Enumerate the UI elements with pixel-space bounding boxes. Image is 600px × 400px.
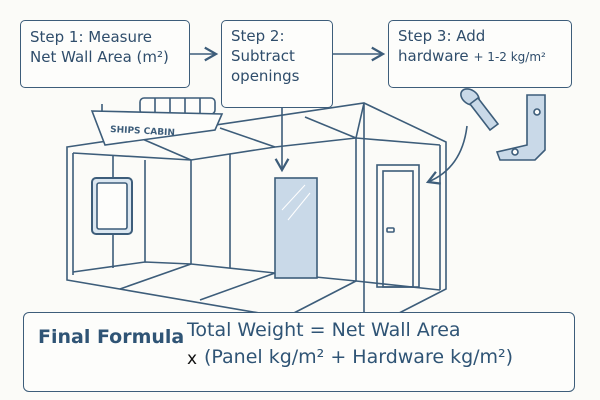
bolt-icon	[460, 88, 500, 132]
ship-label: SHIPS CABIN	[110, 125, 175, 138]
opening-door-glass	[274, 177, 318, 279]
bracket-icon	[495, 94, 546, 161]
formula-line-1: Total Weight = Net Wall Area	[187, 319, 461, 341]
step-2-title: Step 2:	[231, 27, 285, 45]
step-2-text-2: openings	[231, 67, 300, 85]
step-3-text: hardware	[398, 47, 469, 65]
step-2-text: Subtract	[231, 47, 295, 65]
step-3-amount: + 1-2 kg/m²	[473, 50, 546, 64]
step-3-title: Step 3: Add	[398, 27, 486, 45]
step-1-box: Step 1: Measure Net Wall Area (m²)	[20, 20, 190, 88]
arrow-hardware-to-door	[425, 125, 468, 185]
formula-line-2: (Panel kg/m² + Hardware kg/m²)	[204, 346, 514, 368]
step-1-text: Net Wall Area (m²)	[30, 48, 169, 66]
step-1-title: Step 1: Measure	[30, 28, 153, 46]
cabin-frame	[66, 102, 447, 332]
final-formula-box: Final Formula Total Weight = Net Wall Ar…	[23, 312, 575, 392]
ship-icon	[90, 97, 224, 146]
multiply-sign: x	[187, 349, 198, 369]
step-3-box: Step 3: Add hardware + 1-2 kg/m²	[388, 20, 572, 88]
step-2-box: Step 2: Subtract openings	[221, 20, 333, 108]
final-formula-label: Final Formula	[38, 326, 185, 348]
